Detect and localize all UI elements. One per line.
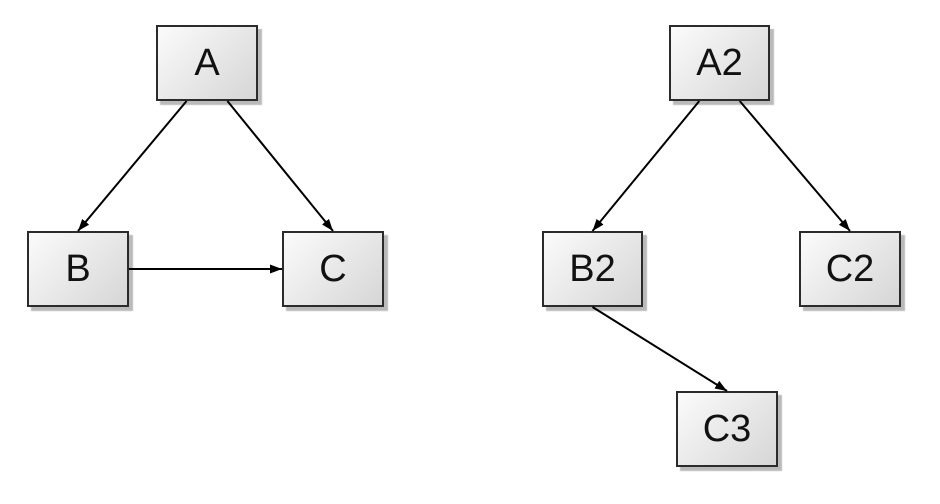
node-label-B2: B2 — [569, 248, 616, 290]
node-label-C2: C2 — [825, 248, 875, 290]
node-label-A: A — [194, 42, 220, 84]
node-C2[interactable]: C2 — [799, 231, 901, 307]
node-C3[interactable]: C3 — [676, 391, 778, 467]
node-label-A2: A2 — [696, 42, 743, 84]
node-label-B: B — [65, 248, 91, 290]
node-C[interactable]: C — [282, 231, 384, 307]
node-B[interactable]: B — [27, 231, 129, 307]
node-A[interactable]: A — [156, 25, 258, 101]
node-label-C3: C3 — [702, 408, 752, 450]
node-A2[interactable]: A2 — [669, 25, 770, 101]
node-B2[interactable]: B2 — [542, 231, 643, 307]
node-label-C: C — [319, 248, 347, 290]
